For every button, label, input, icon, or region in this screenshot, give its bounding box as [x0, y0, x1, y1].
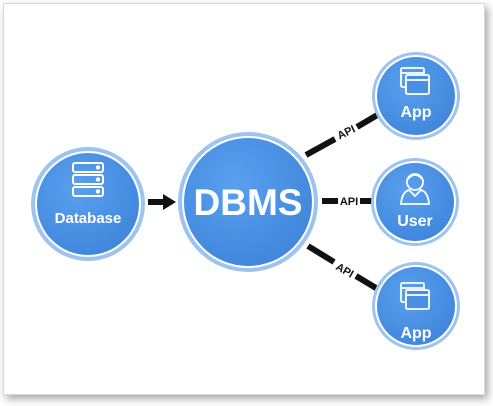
user-label: User — [397, 213, 433, 230]
api-label-top: API — [336, 123, 358, 142]
app-top-label: App — [400, 104, 431, 121]
windows-stack-icon — [400, 282, 430, 310]
database-stack-icon — [72, 162, 104, 197]
dbms-node: DBMS — [178, 132, 318, 272]
database-label: Database — [55, 210, 122, 227]
api-connector-bottom: API — [306, 243, 383, 294]
api-label-middle: API — [340, 196, 358, 208]
windows-stack-icon — [400, 67, 430, 95]
api-label-bottom: API — [334, 261, 356, 281]
person-icon — [400, 173, 430, 205]
app-node-top: App — [372, 52, 460, 140]
database-node: Database — [31, 147, 145, 261]
app-node-bottom: App — [372, 262, 460, 350]
user-node: User — [371, 158, 459, 246]
api-connector-top: API — [304, 111, 381, 158]
api-connector-middle: API — [322, 196, 376, 208]
database-to-dbms-arrow — [148, 194, 176, 210]
dbms-label: DBMS — [194, 182, 303, 223]
app-bottom-label: App — [400, 325, 431, 342]
